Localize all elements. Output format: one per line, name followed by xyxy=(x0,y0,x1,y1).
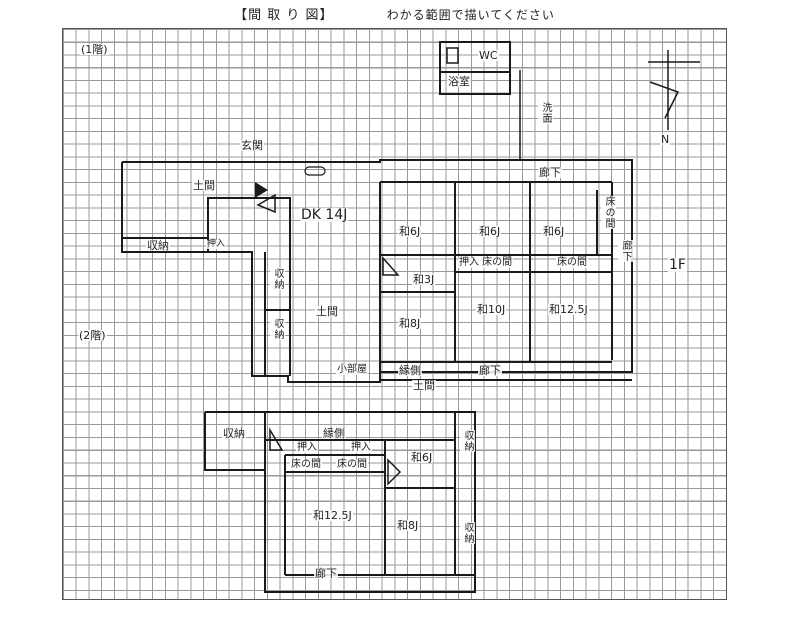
storage-mid2-label: 収納 xyxy=(270,318,285,340)
second-closet2-label: 押入 xyxy=(350,442,372,453)
second-tokonoma1-label: 床の間 xyxy=(290,459,322,470)
second-tokonoma2-label: 床の間 xyxy=(336,459,368,470)
washroom-label: 洗面 xyxy=(538,102,553,124)
washi-10-label: 和10J xyxy=(476,303,507,316)
dk-left-wall xyxy=(207,197,291,252)
stairs-marker-1 xyxy=(255,182,268,198)
sink-fixture xyxy=(304,166,326,176)
dk-label: DK 14J xyxy=(300,207,349,223)
tokonoma-room-label: 床の間 xyxy=(556,257,588,268)
floor-label-first: (1階) xyxy=(80,43,109,56)
washi-6a-label: 和6J xyxy=(398,225,422,238)
second-storage-right-bottom-label: 収納 xyxy=(460,522,475,544)
second-engawa-label: 縁側 xyxy=(322,427,346,440)
compass-north-label: N xyxy=(660,133,671,146)
corridor-right-label: 廊下 xyxy=(618,240,633,262)
storage-mid1-label: 収納 xyxy=(270,268,285,290)
washi-8-label: 和8J xyxy=(398,317,422,330)
washi-6c-label: 和6J xyxy=(542,225,566,238)
doma-bottom-label: 土間 xyxy=(412,379,436,392)
graph-paper-grid xyxy=(62,28,727,600)
second-storage-left-label: 収納 xyxy=(222,427,246,440)
washi-12-5-label: 和12.5J xyxy=(548,303,589,316)
bath-label: 浴室 xyxy=(447,75,471,88)
wc-bath-block xyxy=(439,41,511,95)
earthen-floor-left-label: 土間 xyxy=(192,179,216,192)
stairs-marker-3 xyxy=(382,256,400,276)
storage-left-label: 収納 xyxy=(146,239,170,252)
second-washi-6-label: 和6J xyxy=(410,451,434,464)
closet-tokonoma-label: 押入 床の間 xyxy=(458,257,514,268)
small-room-label: 小部屋 xyxy=(336,364,368,375)
closet-small-label: 押入 xyxy=(206,239,227,249)
floor-marker-1f: 1F xyxy=(668,257,687,273)
stairs-marker-4 xyxy=(269,427,284,451)
page-title: 【間 取 り 図】 わかる範囲で描いてください xyxy=(0,4,789,23)
title-main: 【間 取 り 図】 xyxy=(234,8,334,23)
stairs-marker-2 xyxy=(256,193,276,214)
floor-label-second: (2階) xyxy=(78,329,107,342)
compass-arrow xyxy=(649,81,680,119)
second-washi-8-label: 和8J xyxy=(396,519,420,532)
toilet-fixture xyxy=(446,47,459,64)
corridor-bottom-label: 廊下 xyxy=(478,364,502,377)
second-floor-outer-wall xyxy=(204,411,476,593)
wc-label: WC xyxy=(478,49,499,62)
first-floor-outer-wall xyxy=(121,159,633,383)
second-storage-right-top-label: 収納 xyxy=(460,430,475,452)
washi-6b-label: 和6J xyxy=(478,225,502,238)
title-instruction: わかる範囲で描いてください xyxy=(386,8,555,22)
second-corridor-label: 廊下 xyxy=(314,567,338,580)
washi-3-label: 和3J xyxy=(412,273,436,286)
tokonoma-label: 床の間 xyxy=(601,196,616,229)
stairs-marker-5 xyxy=(387,458,402,486)
second-washi-12-5-label: 和12.5J xyxy=(312,509,353,522)
engawa-label: 縁側 xyxy=(398,364,422,377)
corridor-top-label: 廊下 xyxy=(538,166,562,179)
entrance-label: 玄関 xyxy=(240,139,264,152)
earthen-floor-mid-label: 土間 xyxy=(315,305,339,318)
second-closet1-label: 押入 xyxy=(296,442,318,453)
